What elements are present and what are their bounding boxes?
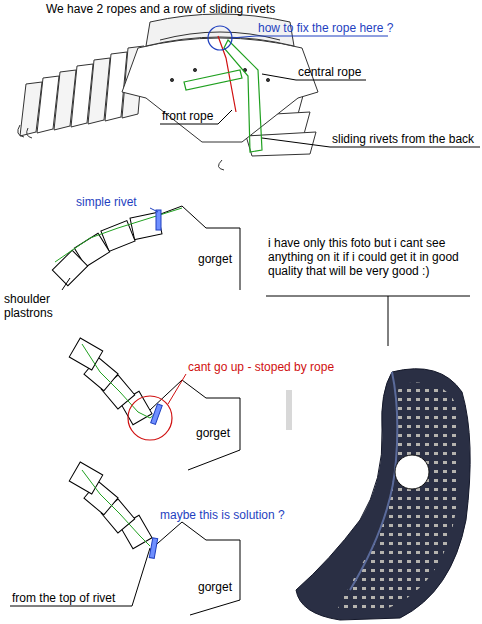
gorget-plate [122, 38, 318, 142]
section-diagram [69, 338, 240, 470]
rivet [193, 68, 196, 71]
front-rope [184, 70, 242, 90]
part-label: central rope [298, 65, 361, 79]
rivet-strip [224, 40, 262, 152]
leader-line [150, 208, 158, 212]
rope-line [82, 344, 160, 418]
leader-line [168, 374, 186, 404]
section-diagram [52, 206, 240, 290]
part-label: shoulder plastrons [4, 292, 68, 320]
leader-line [62, 278, 70, 290]
leader-line [10, 548, 150, 606]
photo-blur [286, 390, 292, 430]
rivet [151, 404, 163, 425]
gorget-outline [150, 380, 240, 470]
part-label: simple rivet [76, 195, 137, 209]
solution-note: maybe this is solution ? [160, 508, 285, 522]
leader-line [231, 36, 388, 38]
rivet [170, 78, 173, 81]
leader-lines [266, 296, 470, 352]
plate [52, 250, 87, 285]
rope-line [55, 208, 182, 262]
gorget-outline [150, 206, 240, 290]
part-label: sliding rivets from the back [332, 132, 474, 146]
plate [69, 338, 103, 370]
problem-note: cant go up - stoped by rope [188, 360, 334, 374]
plate [69, 462, 103, 494]
photo [262, 346, 472, 622]
photo-plate [296, 369, 470, 620]
photo-note: i have only this foto but i cant see any… [268, 236, 468, 278]
strap [18, 125, 32, 138]
photo-edge [350, 372, 397, 590]
part-label: from the top of rivet [12, 591, 115, 605]
gorget-outline [150, 522, 240, 615]
photo-rivets [336, 382, 461, 612]
rope-line [82, 470, 150, 546]
section-diagram [10, 462, 240, 615]
highlight-circle [208, 26, 232, 50]
part-label: gorget [198, 252, 232, 266]
armor-drawing [18, 14, 318, 170]
leader-line [160, 110, 232, 124]
leader-line [266, 296, 470, 352]
rivet [149, 538, 157, 559]
heading-note: We have 2 ropes and a row of sliding riv… [46, 2, 275, 16]
part-label: gorget [196, 426, 230, 440]
highlight-circle [128, 396, 172, 440]
rivet [156, 210, 161, 230]
strap [218, 160, 224, 170]
question-note: how to fix the rope here ? [258, 21, 393, 35]
part-label: gorget [198, 580, 232, 594]
leader-lines [160, 36, 480, 147]
arm-lame [20, 82, 42, 136]
part-label: front rope [162, 109, 213, 123]
photo-hole [395, 455, 429, 489]
rivet [266, 78, 269, 81]
photo-ground [262, 346, 472, 622]
